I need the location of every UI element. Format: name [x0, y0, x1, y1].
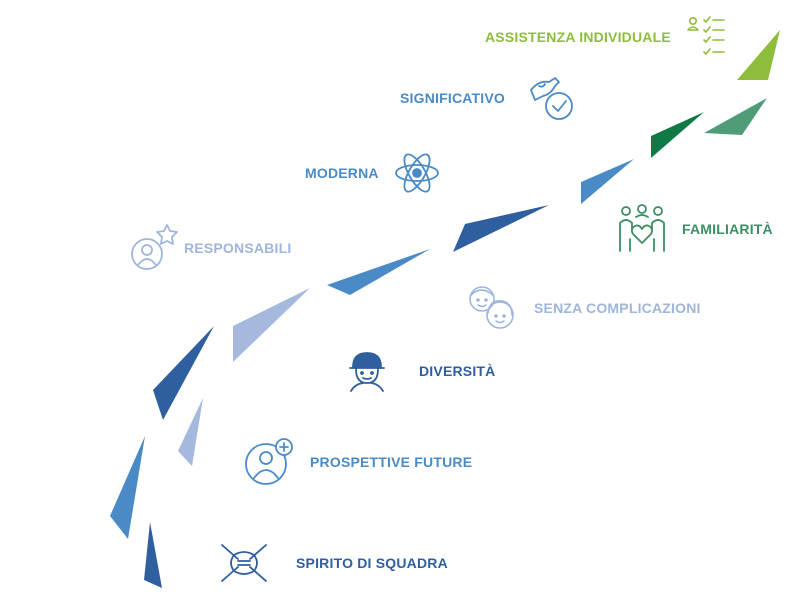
family-heart-icon: [616, 203, 668, 255]
shard: [704, 98, 767, 135]
shard: [153, 326, 214, 420]
arm-check-icon: [527, 72, 579, 124]
item-responsabili: RESPONSABILI: [130, 222, 291, 274]
shard: [327, 249, 430, 295]
atom-icon: [393, 149, 441, 197]
label-moderna: MODERNA: [305, 165, 379, 181]
shard: [651, 112, 704, 158]
shard: [144, 522, 162, 588]
hands-together-icon: [218, 537, 270, 589]
label-diversita: DIVERSITÀ: [419, 363, 496, 379]
item-significativo: SIGNIFICATIVO: [400, 72, 579, 124]
label-spirito-di-squadra: SPIRITO DI SQUADRA: [296, 555, 448, 571]
shard: [453, 205, 549, 252]
two-faces-icon: [466, 283, 520, 333]
worker-helmet-icon: [347, 349, 387, 393]
item-spirito-di-squadra: SPIRITO DI SQUADRA: [218, 537, 448, 589]
item-assistenza-individuale: ASSISTENZA INDIVIDUALE: [485, 14, 729, 60]
shard: [737, 30, 780, 80]
item-senza-complicazioni: SENZA COMPLICAZIONI: [466, 283, 701, 333]
checklist-person-icon: [687, 14, 729, 60]
label-prospettive-future: PROSPETTIVE FUTURE: [310, 454, 473, 470]
item-prospettive-future: PROSPETTIVE FUTURE: [242, 436, 472, 488]
label-senza-complicazioni: SENZA COMPLICAZIONI: [534, 300, 701, 316]
shard: [178, 398, 203, 466]
label-significativo: SIGNIFICATIVO: [400, 90, 506, 106]
person-star-icon: [130, 222, 182, 274]
shard: [233, 288, 310, 362]
item-moderna: MODERNA: [305, 149, 441, 197]
label-responsabili: RESPONSABILI: [184, 240, 292, 256]
shard: [110, 436, 145, 539]
person-plus-icon: [242, 436, 296, 488]
label-familiarita: FAMILIARITÀ: [682, 221, 773, 237]
item-familiarita: FAMILIARITÀ: [616, 203, 773, 255]
label-assistenza-individuale: ASSISTENZA INDIVIDUALE: [485, 29, 671, 45]
shard: [581, 159, 634, 204]
item-diversita: DIVERSITÀ: [347, 349, 495, 393]
